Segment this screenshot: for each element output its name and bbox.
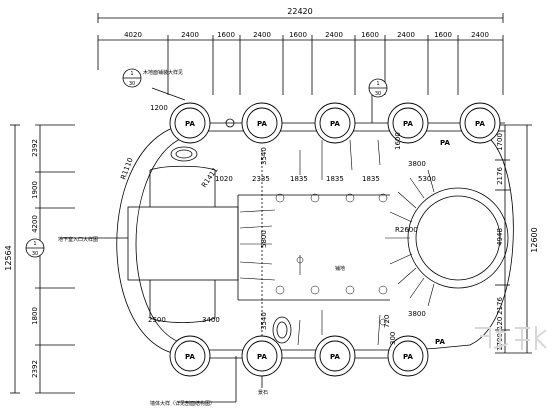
pavilion-6: [169, 335, 211, 377]
large-circle-plaza: [407, 187, 509, 289]
pavilion-label-9: PA: [403, 353, 413, 361]
callout-2-sheet: 30: [375, 91, 381, 97]
dim-5300: 5300: [418, 175, 436, 183]
dim-left-seg-3: 4200: [31, 215, 39, 233]
callout-3-sheet: 30: [32, 251, 38, 257]
right-dim-ticks: [495, 124, 532, 354]
pavilion-4: [387, 102, 429, 144]
dim-right-seg-1: 1700: [496, 133, 504, 151]
note-bottom: 墙体大样（详见剖面结构图）: [150, 400, 215, 407]
pavilion-5: [459, 102, 501, 144]
dim-top-seg-7: 1600: [361, 31, 379, 39]
dim-right-seg-3: 4948: [496, 228, 504, 246]
dim-top-seg-8: 2400: [397, 31, 415, 39]
callout-2-num: 1: [376, 81, 379, 87]
dim-top-seg-5: 1600: [289, 31, 307, 39]
dim-3540-top: 3540: [260, 147, 268, 165]
dim-top-seg-9: 1600: [434, 31, 452, 39]
dim-top-seg-2: 2400: [181, 31, 199, 39]
pavilion-group-bottom: [169, 335, 429, 377]
label-bottom: 景石: [258, 389, 268, 396]
dim-top-seg-4: 2400: [253, 31, 271, 39]
pavilion-2: [241, 102, 283, 144]
pavilion-group-top: [169, 102, 501, 144]
pavilion-7: [241, 335, 283, 377]
dim-1835-c: 1835: [362, 175, 380, 183]
pavilion-label-6: PA: [185, 353, 195, 361]
dim-3800-top: 3800: [408, 160, 426, 168]
dim-3400: 3400: [202, 316, 220, 324]
pavilion-label-5: PA: [475, 120, 485, 128]
pavilion-8: [314, 335, 356, 377]
dim-right-seg-4: 2176: [496, 297, 504, 315]
dim-left-seg-1: 2392: [31, 139, 39, 157]
pavilion-label-1: PA: [185, 120, 195, 128]
callout-1-sheet: 30: [129, 81, 135, 87]
dim-top-seg-10: 2400: [471, 31, 489, 39]
dim-top-seg-3: 1600: [217, 31, 235, 39]
pavilion-label-inner-bottom: PA: [435, 338, 445, 346]
rock-top: [170, 146, 198, 162]
pavilion-label-3: PA: [330, 120, 340, 128]
dim-3540-bottom: 3540: [260, 312, 268, 330]
pavilion-1: [169, 102, 211, 144]
pavilion-label-8: PA: [330, 353, 340, 361]
dim-1600: 1600: [394, 132, 402, 150]
dim-r2600: R2600: [395, 226, 418, 234]
dim-5800: 5800: [260, 230, 268, 248]
dim-top-seg-6: 2400: [325, 31, 343, 39]
dim-1835-a: 1835: [290, 175, 308, 183]
dim-left-total: 12564: [4, 245, 13, 270]
top-dim-ticks: [97, 35, 504, 95]
pavilion-9: [387, 335, 429, 377]
dim-top-total: 22420: [287, 7, 312, 16]
pavilion-label-inner: PA: [440, 139, 450, 147]
note-top-left: 木地面铺装大样见: [143, 69, 183, 76]
dim-3800-bottom: 3800: [408, 310, 426, 318]
rock-bottom: [272, 316, 292, 344]
left-dim-ticks: [35, 124, 75, 394]
dim-left-seg-4: 1800: [31, 307, 39, 325]
dim-right-seg-2: 2176: [496, 167, 504, 185]
pavilion-3: [314, 102, 356, 144]
central-platform: [127, 206, 239, 281]
watermark-logo: [475, 326, 547, 350]
label-center: 铺地: [335, 265, 345, 272]
dim-1020: 1020: [215, 175, 233, 183]
dim-top-seg-1: 4020: [124, 31, 142, 39]
radial-lines: [385, 169, 435, 307]
dim-right-total: 12600: [530, 227, 539, 252]
dim-left-seg-5: 2392: [31, 360, 39, 378]
dim-300: 300: [389, 332, 397, 345]
dim-2500: 2500: [148, 316, 166, 324]
pavilion-label-2: PA: [257, 120, 267, 128]
callout-1-num: 1: [130, 71, 133, 77]
large-circle-inner: [415, 195, 501, 281]
plant-symbols: [275, 193, 388, 326]
pavilion-label-7: PA: [257, 353, 267, 361]
right-curve: [469, 134, 514, 346]
dim-120: 120: [496, 317, 504, 330]
dim-1200: 1200: [150, 104, 168, 112]
post-small: [225, 118, 235, 128]
hatch-ticks: [239, 139, 381, 346]
dim-720: 720: [383, 315, 391, 328]
dim-left-seg-2: 1900: [31, 181, 39, 199]
dim-1835-b: 1835: [326, 175, 344, 183]
pavilion-label-4: PA: [403, 120, 413, 128]
note-left: 地下室入口大样图: [58, 236, 98, 243]
callout-3-num: 1: [33, 241, 36, 247]
dim-2335: 2335: [252, 175, 270, 183]
